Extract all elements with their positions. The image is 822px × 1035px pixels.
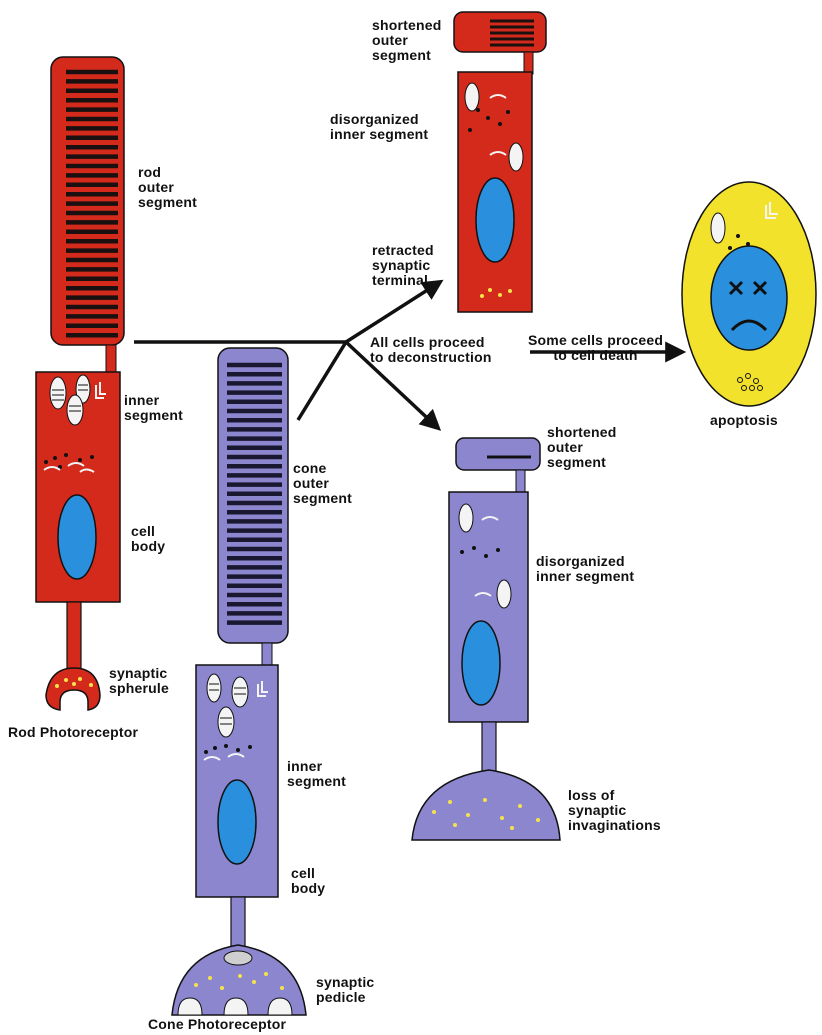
rod-inner-segment-label: inner segment [124,393,183,423]
rod-cell-body-label: cell body [131,524,165,554]
cell-death-label: Some cells proceed to cell death [528,333,663,363]
degen-cone-pedicle [412,770,560,840]
apoptosis-label: apoptosis [710,413,778,428]
degen-rod-nucleus [476,178,514,262]
cone-cell-body-label: cell body [291,866,325,896]
cone-pedicle-invaginations [178,998,292,1015]
rod-photoreceptor-title: Rod Photoreceptor [8,725,138,740]
rod-photoreceptor [36,57,124,710]
apoptotic-nucleus [711,246,787,350]
degenerating-cone-cilium [516,470,525,494]
rod-axon [67,602,81,674]
rod-nucleus [58,495,96,579]
cone-photoreceptor-title: Cone Photoreceptor [148,1017,286,1032]
rod-synaptic-spherule [46,668,100,710]
cone-pedicle-body [224,951,252,965]
degen-rod-shortened-outer-label: shortened outer segment [372,18,441,63]
rod-outer-segment-label: rod outer segment [138,165,197,210]
degen-rod-disorganized-inner-label: disorganized inner segment [330,112,428,142]
apoptotic-cell [682,182,816,406]
cone-synaptic-pedicle-label: synaptic pedicle [316,975,374,1005]
cone-nucleus [218,780,256,864]
cone-inner-segment-label: inner segment [287,759,346,789]
cone-outer-segment-label: cone outer segment [293,461,352,506]
degen-cone-mito-1 [459,504,473,532]
degen-rod-mito-1 [465,83,479,111]
degenerating-rod [454,12,546,312]
degen-cone-shortened-outer-label: shortened outer segment [547,425,616,470]
degen-rod-retracted-terminal-label: retracted synaptic terminal [372,243,434,288]
rod-outer-segment-discs [66,72,118,335]
degen-cone-nucleus [462,621,500,705]
degen-cone-mito-2 [497,580,511,608]
cone-photoreceptor [172,348,306,1015]
degenerating-rod-cilium [524,52,533,74]
degen-cone-disorganized-inner-label: disorganized inner segment [536,554,634,584]
cone-outer-segment-discs [227,365,282,623]
degen-cone-axon [482,722,496,772]
degen-cone-loss-invaginations-label: loss of synaptic invaginations [568,788,661,833]
cone-axon [231,897,245,947]
shortened-cone-outer-segment [456,438,540,470]
cone-to-junction-line [298,342,346,420]
apoptotic-mito [711,213,725,243]
arrow-to-degenerating-rod [346,282,440,342]
rod-connecting-cilium [106,345,116,375]
degenerating-cone [412,438,560,840]
deconstruction-label: All cells proceed to deconstruction [370,335,492,365]
rod-synaptic-spherule-label: synaptic spherule [109,666,169,696]
degen-rod-mito-2 [509,143,523,171]
